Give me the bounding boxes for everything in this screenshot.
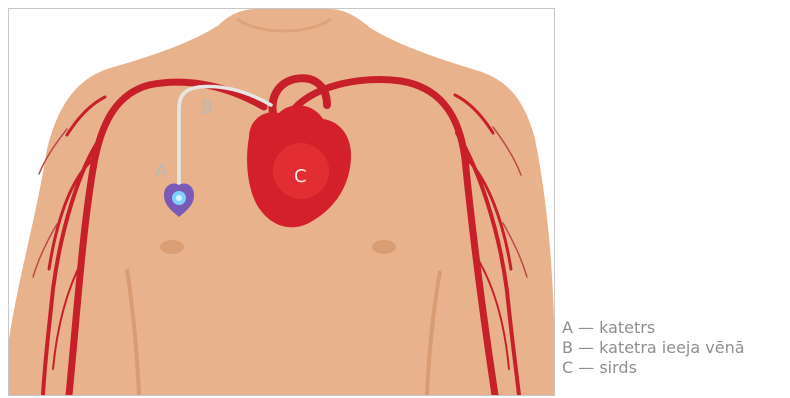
diagram-frame: A B C	[8, 8, 555, 396]
left-nipple	[160, 240, 184, 254]
legend: A — katetrs B — katetra ieeja vēnā C — s…	[562, 318, 745, 378]
legend-item-a: A — katetrs	[562, 318, 745, 338]
legend-item-b: B — katetra ieeja vēnā	[562, 338, 745, 358]
chest-diagram: A B C	[9, 9, 554, 395]
label-c: C	[294, 166, 307, 187]
right-nipple	[372, 240, 396, 254]
legend-item-c: C — sirds	[562, 358, 745, 378]
label-b: B	[201, 97, 213, 118]
label-a: A	[155, 161, 168, 182]
